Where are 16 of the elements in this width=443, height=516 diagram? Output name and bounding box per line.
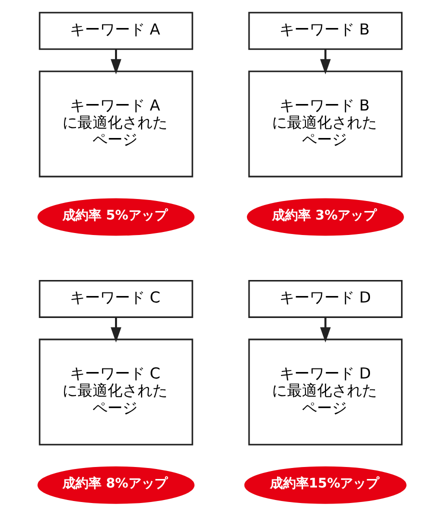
node-box: キーワード Dに最適化されたページ [248,338,402,446]
node-box: キーワード A [38,12,193,50]
arrow [110,49,121,74]
node-ellipse: 成約率 3%アップ [246,198,404,236]
arrow [320,318,330,342]
arrow [110,318,121,342]
node-box: キーワード Cに最適化されたページ [38,338,193,446]
node-box: キーワード B [248,12,402,50]
node-box: キーワード C [38,280,193,318]
node-box: キーワード D [248,280,402,318]
node-box: キーワード Bに最適化されたページ [248,70,402,178]
node-ellipse: 成約率15%アップ [244,466,406,504]
node-ellipse: 成約率 8%アップ [36,466,194,504]
node-ellipse: 成約率 5%アップ [36,198,194,236]
node-box: キーワード Aに最適化されたページ [38,70,193,178]
arrow [320,49,330,74]
